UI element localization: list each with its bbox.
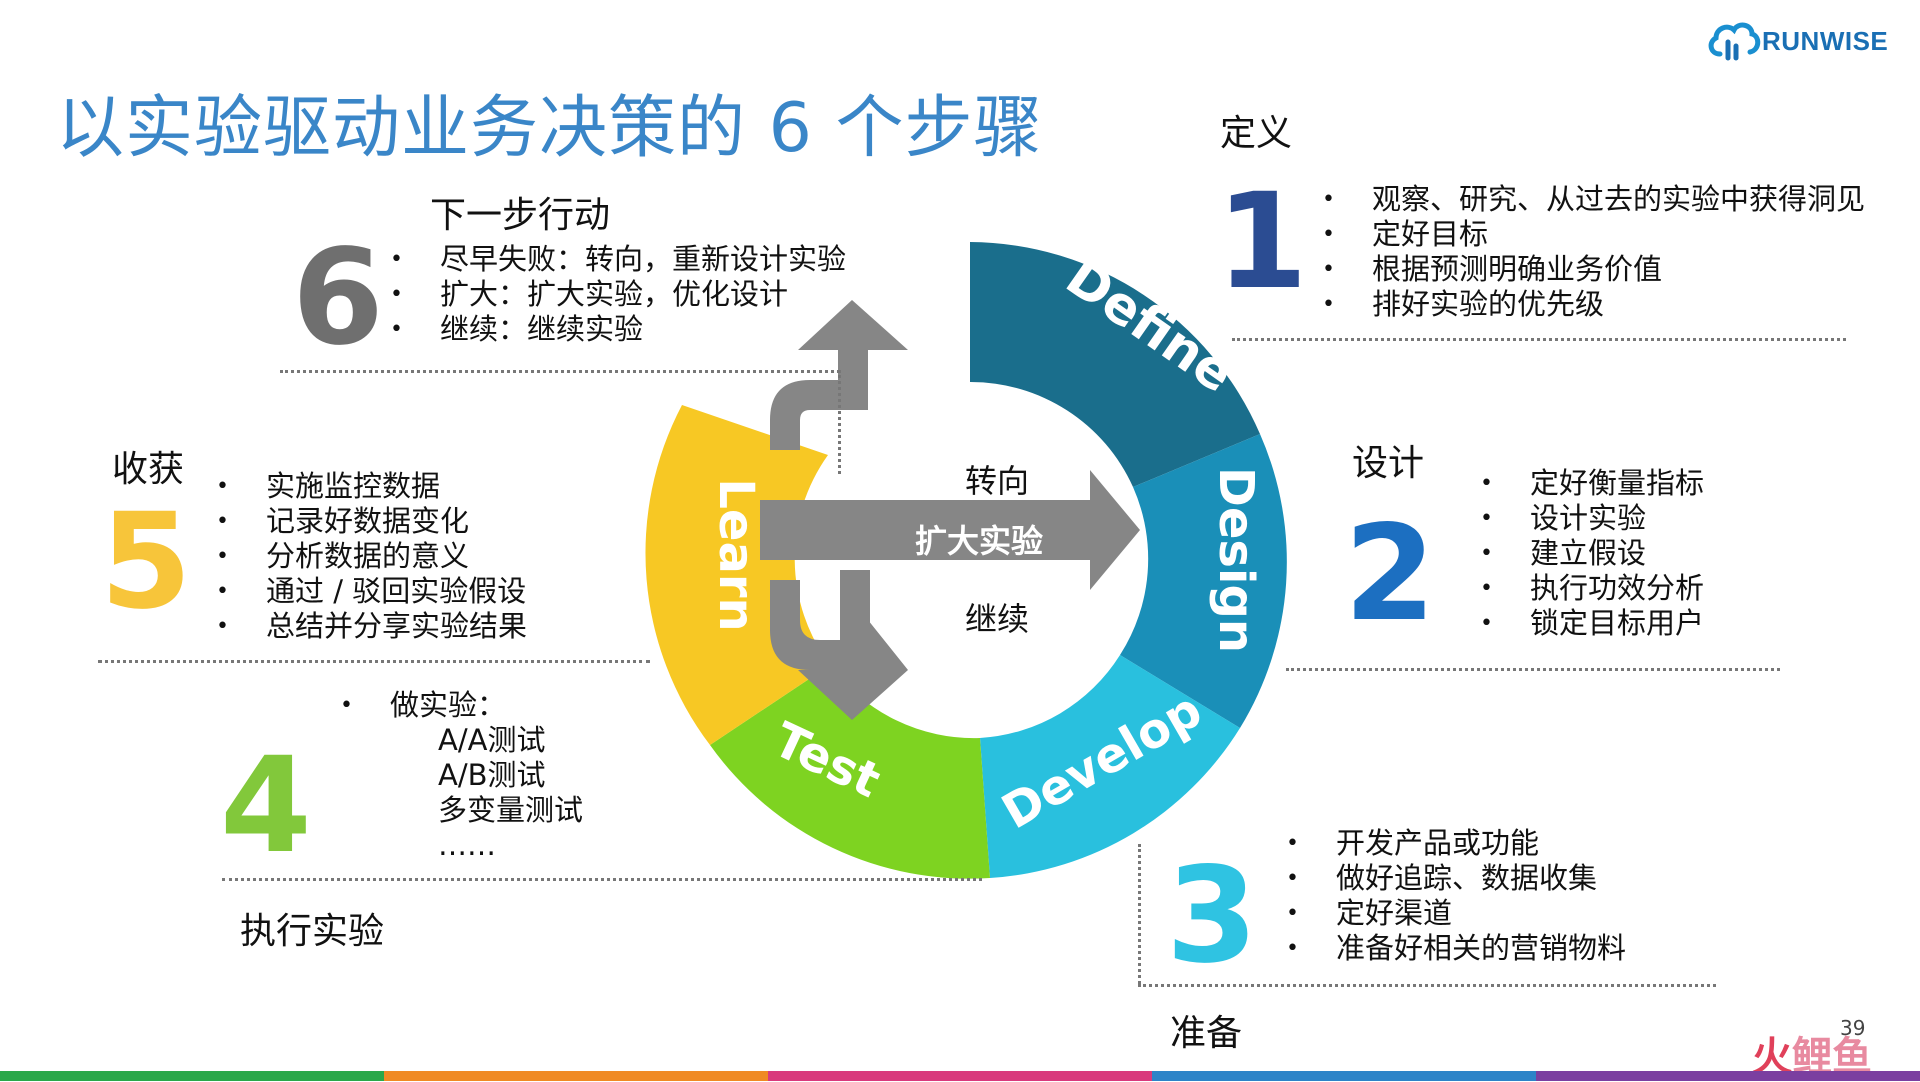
list-item: 继续：继续实验 bbox=[384, 312, 846, 347]
list-item: 排好实验的优先级 bbox=[1316, 287, 1865, 322]
list-item: 定好衡量指标 bbox=[1474, 466, 1704, 501]
divider-6 bbox=[280, 370, 840, 373]
list-item: 定好渠道 bbox=[1280, 896, 1626, 931]
step6-heading: 下一步行动 bbox=[430, 195, 611, 236]
step5-number: 5 bbox=[100, 485, 192, 639]
list-item: 分析数据的意义 bbox=[210, 539, 527, 574]
test-segment bbox=[710, 665, 990, 879]
list-item: 建立假设 bbox=[1474, 536, 1704, 571]
step1-list: 观察、研究、从过去的实验中获得洞见 定好目标 根据预测明确业务价值 排好实验的优… bbox=[1316, 182, 1865, 322]
scale-label: 扩大实验 bbox=[915, 522, 1043, 560]
persevere-label: 继续 bbox=[965, 600, 1029, 638]
bar-segment bbox=[1536, 1071, 1920, 1081]
develop-segment bbox=[980, 655, 1240, 878]
step6-number: 6 bbox=[292, 221, 384, 375]
pivot-label: 转向 bbox=[965, 462, 1029, 500]
step3-list: 开发产品或功能 做好追踪、数据收集 定好渠道 准备好相关的营销物料 bbox=[1280, 826, 1626, 966]
list-item: 做好追踪、数据收集 bbox=[1280, 861, 1626, 896]
divider-4 bbox=[222, 878, 982, 881]
step4-heading: 执行实验 bbox=[240, 911, 385, 952]
list-item: 定好目标 bbox=[1316, 217, 1865, 252]
step4-sublist: A/A测试 A/B测试 多变量测试 …… bbox=[334, 723, 583, 863]
list-item: A/A测试 bbox=[438, 723, 546, 757]
bar-segment bbox=[768, 1071, 1152, 1081]
step6-list: 尽早失败：转向，重新设计实验 扩大：扩大实验，优化设计 继续：继续实验 bbox=[384, 242, 846, 347]
page-number: 39 bbox=[1840, 1016, 1866, 1040]
step3-heading: 准备 bbox=[1170, 1013, 1243, 1054]
bar-segment bbox=[1152, 1071, 1536, 1081]
list-item: 总结并分享实验结果 bbox=[210, 609, 527, 644]
list-item: 开发产品或功能 bbox=[1280, 826, 1626, 861]
step5-list: 实施监控数据 记录好数据变化 分析数据的意义 通过 / 驳回实验假设 总结并分享… bbox=[210, 469, 527, 644]
list-item: 观察、研究、从过去的实验中获得洞见 bbox=[1316, 182, 1865, 217]
cycle-diagram: Define Design Develop Test Learn 转向 扩大实验… bbox=[645, 242, 1287, 879]
list-item: 尽早失败：转向，重新设计实验 bbox=[384, 242, 846, 277]
list-item: 多变量测试 bbox=[438, 793, 584, 827]
step2-list: 定好衡量指标 设计实验 建立假设 执行功效分析 锁定目标用户 bbox=[1474, 466, 1704, 641]
design-label: Design bbox=[1208, 467, 1264, 653]
page-title: 以实验驱动业务决策的 6 个步骤 bbox=[56, 89, 1043, 168]
list-item: 准备好相关的营销物料 bbox=[1280, 931, 1626, 966]
scale-arrow bbox=[760, 470, 1140, 590]
design-segment bbox=[1120, 434, 1287, 728]
logo-text: RUNWISE bbox=[1762, 26, 1889, 56]
learn-label: Learn bbox=[708, 478, 764, 631]
step1-number: 1 bbox=[1216, 165, 1308, 319]
define-segment bbox=[970, 242, 1260, 487]
divider-2 bbox=[1286, 668, 1780, 671]
bar-segment bbox=[0, 1071, 384, 1081]
divider-3 bbox=[1138, 984, 1716, 987]
bottom-color-bar bbox=[0, 1071, 1920, 1081]
step5-heading: 收获 bbox=[112, 449, 185, 490]
divider-3-vertical bbox=[1138, 844, 1141, 984]
divider-1 bbox=[1232, 338, 1846, 341]
cloud-logo-icon bbox=[1708, 22, 1761, 61]
step1-heading: 定义 bbox=[1220, 113, 1293, 154]
list-item: 实施监控数据 bbox=[210, 469, 527, 504]
list-item: 根据预测明确业务价值 bbox=[1316, 252, 1865, 287]
list-item: 锁定目标用户 bbox=[1474, 606, 1704, 641]
list-item: 记录好数据变化 bbox=[210, 504, 527, 539]
list-item: 做实验： bbox=[334, 688, 506, 723]
persevere-arrow bbox=[770, 580, 908, 720]
step2-heading: 设计 bbox=[1352, 443, 1425, 484]
divider-5 bbox=[98, 660, 650, 663]
list-item: …… bbox=[438, 828, 496, 862]
bar-segment bbox=[384, 1071, 768, 1081]
list-item: 通过 / 驳回实验假设 bbox=[210, 574, 527, 609]
step2-number: 2 bbox=[1344, 497, 1436, 651]
list-item: 设计实验 bbox=[1474, 501, 1704, 536]
step4-number: 4 bbox=[220, 729, 312, 883]
divider-6-vertical bbox=[838, 370, 841, 474]
step3-number: 3 bbox=[1166, 839, 1258, 993]
step4-list: 做实验： bbox=[334, 688, 506, 723]
list-item: A/B测试 bbox=[438, 758, 546, 792]
list-item: 扩大：扩大实验，优化设计 bbox=[384, 277, 846, 312]
list-item: 执行功效分析 bbox=[1474, 571, 1704, 606]
